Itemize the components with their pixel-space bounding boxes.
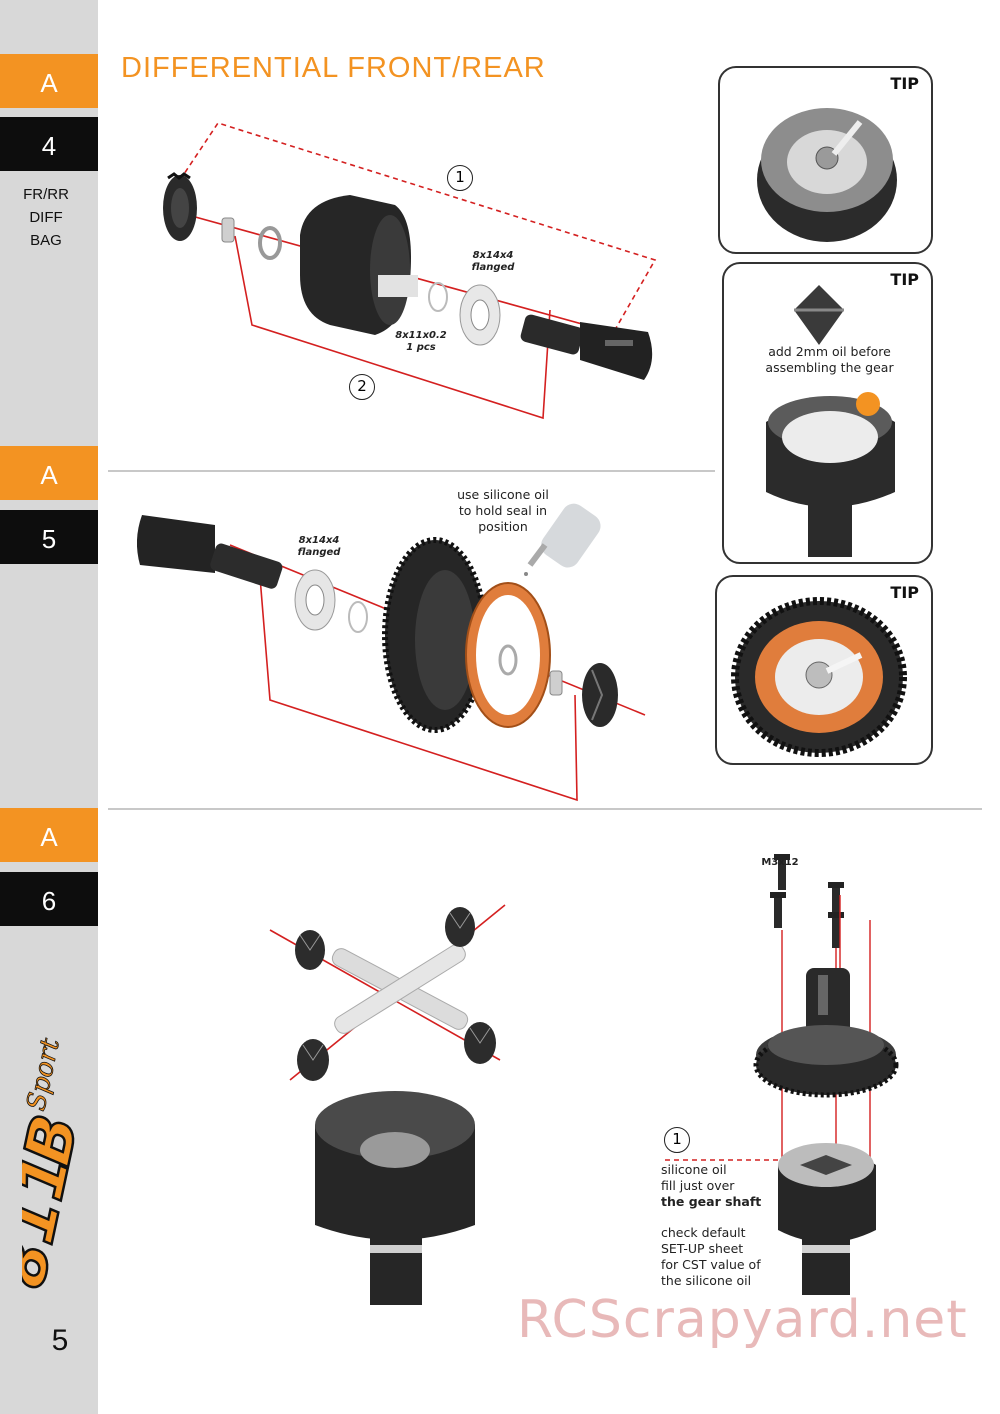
setup-note-line-3: for CST value of (661, 1257, 761, 1272)
solid-guide-line (259, 576, 578, 802)
setup-sheet-note: check default SET-UP sheet for CST value… (661, 1225, 801, 1289)
screw-icon (774, 854, 790, 890)
page-number: 5 (51, 1324, 69, 1357)
oil-seal-note: use silicone oil to hold seal in positio… (443, 487, 563, 535)
bearing-type-text: flanged (471, 262, 515, 273)
pin-icon (549, 670, 563, 696)
setup-note-line-2: SET-UP sheet (661, 1241, 744, 1256)
oil-note-line-2: to hold seal in (458, 503, 548, 518)
callout-1-step4: 1 (447, 165, 473, 191)
step6-gear-assembly-diagram (269, 904, 506, 1305)
fill-note-line-2: fill just over (661, 1178, 735, 1193)
silicone-fill-note: silicone oil fill just over the gear sha… (661, 1162, 791, 1210)
bevel-gear-icon (445, 907, 475, 947)
page-title: DIFFERENTIAL FRONT/REAR (121, 52, 546, 84)
step6-final-assembly-diagram (665, 854, 899, 1295)
section-divider-2 (108, 808, 982, 810)
svg-text:811: 811 (22, 1148, 82, 1294)
tip-label-2: TIP (890, 270, 919, 289)
ring-gear-icon (382, 537, 488, 733)
setup-note-line-4: the silicone oil (661, 1273, 752, 1288)
o-ring-icon (498, 644, 518, 676)
screw-icon (828, 882, 844, 918)
bearing-icon (294, 569, 336, 631)
gasket-icon (465, 582, 551, 728)
fill-note-line-3: the gear shaft (661, 1194, 762, 1209)
pinion-gear-icon (163, 172, 197, 241)
fill-note-line-1: silicone oil (661, 1162, 727, 1177)
tip-note-line-2: assembling the gear (765, 360, 894, 375)
bag-line-1: FR/RR (23, 186, 69, 203)
shim-label-step4: 8x11x0.2 1 pcs (388, 330, 454, 354)
oil-note-line-3: position (478, 519, 528, 534)
shim-icon (348, 601, 368, 633)
cross-shaft-icon (334, 944, 466, 1034)
watermark-text: RCScrapyard.net (517, 1290, 968, 1350)
diff-case-oil-icon (766, 392, 895, 557)
screw-label: M3x12 (761, 857, 799, 868)
step-letter-a5: A (0, 446, 98, 500)
tip-note-line-1: add 2mm oil before (768, 344, 891, 359)
step-letter-a4: A (0, 54, 98, 108)
outdrive-icon (520, 314, 653, 380)
step4-exploded-diagram (163, 122, 657, 420)
callout-2-step4: 2 (349, 374, 375, 400)
tip-label-1: TIP (890, 74, 919, 93)
svg-text:Sport: Sport (22, 1035, 66, 1113)
shim-size-text: 8x11x0.2 (395, 330, 447, 341)
bevel-gear-icon (582, 663, 618, 727)
outdrive-icon (136, 515, 283, 589)
step-number-4: 4 (0, 117, 98, 171)
ring-gear-gasket-icon (731, 597, 907, 757)
o-ring-icon (258, 226, 282, 260)
bearing-type-text: flanged (297, 547, 341, 558)
bevel-gear-icon (794, 285, 844, 345)
diff-housing-icon (300, 195, 418, 335)
bearing-label-step4: 8x14x4 flanged (462, 250, 524, 274)
shim-icon (428, 282, 448, 312)
step-number-5: 5 (0, 510, 98, 564)
tip-box-1: TIP (718, 66, 933, 254)
brand-logo-icon: 811 B Sport (22, 1035, 82, 1295)
section-divider-1 (108, 470, 715, 472)
bevel-gear-icon (464, 1022, 496, 1064)
diff-case-icon (315, 1091, 475, 1305)
shim-qty-text: 1 pcs (406, 342, 436, 353)
tip-label-3: TIP (890, 583, 919, 602)
ring-gear-icon (753, 1025, 899, 1098)
tip-box-2: TIP add 2mm oil before assembling the ge… (722, 262, 933, 564)
pin-icon (221, 217, 235, 243)
bevel-gear-icon (295, 930, 325, 970)
bearing-icon (459, 284, 501, 346)
sidebar: A 4 FR/RR DIFF BAG A 5 A 6 811 B Sport 5 (0, 0, 98, 1414)
step-number-6: 6 (0, 872, 98, 926)
diff-case-top-icon (757, 108, 897, 242)
solid-guide-line (234, 235, 551, 420)
oil-note-line-1: use silicone oil (457, 487, 549, 502)
setup-note-line-1: check default (661, 1225, 746, 1240)
oil-bottle-icon (524, 503, 601, 576)
dashed-guide-line (179, 122, 657, 343)
tip-box-3: TIP (715, 575, 933, 765)
bearing-label-step5: 8x14x4 flanged (288, 535, 350, 559)
screw-icon (770, 892, 786, 928)
step-letter-a6: A (0, 808, 98, 862)
bag-label: FR/RR DIFF BAG (0, 183, 92, 252)
bearing-size-text: 8x14x4 (298, 535, 340, 546)
bearing-size-text: 8x14x4 (472, 250, 514, 261)
callout-1-step6: 1 (664, 1127, 690, 1153)
step5-exploded-diagram (136, 503, 646, 802)
screw-icon (828, 912, 844, 948)
diff-case-icon (778, 1143, 876, 1295)
oil-before-gear-note: add 2mm oil before assembling the gear (732, 344, 927, 376)
bevel-gear-icon (297, 1039, 329, 1081)
bag-line-2: DIFF (29, 209, 63, 226)
bag-line-3: BAG (30, 232, 62, 249)
